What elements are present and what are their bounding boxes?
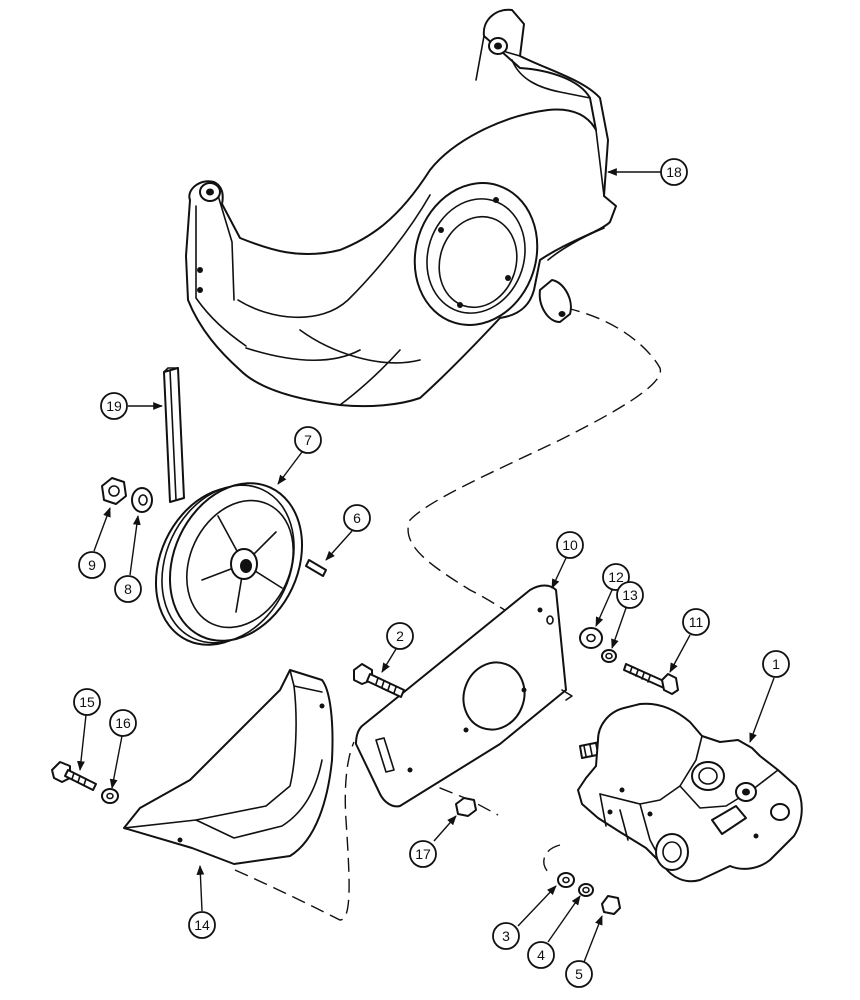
callout-5-label: 5 [575,966,583,982]
callout-9: 9 [78,551,106,579]
callout-4: 4 [527,941,555,969]
roll-pin-part [305,559,327,577]
key-strip-part [163,367,185,503]
callout-1: 1 [762,650,790,678]
mounting-plate-part [355,584,573,808]
callout-12-label: 12 [608,569,624,585]
pulley-part [154,482,304,646]
callout-13: 13 [616,581,644,609]
callout-11: 11 [682,608,710,636]
washer-part-16 [101,788,119,804]
guard-part [123,669,334,865]
hydraulic-pump-part [577,702,803,883]
callout-19-label: 19 [106,398,122,414]
callout-2-label: 2 [396,628,404,644]
washer-part-12 [579,627,603,649]
bolt-part-11 [623,663,679,695]
callout-13-label: 13 [622,587,638,603]
callout-1-label: 1 [772,656,780,672]
bolt-part-15 [51,761,97,791]
small-hardware-parts [557,872,621,915]
nut-part [101,477,127,505]
callouts: 18 19 7 6 9 8 10 12 13 11 1 2 15 16 17 1… [73,158,790,988]
callout-3-label: 3 [502,928,510,944]
callout-8: 8 [114,575,142,603]
callout-7: 7 [294,426,322,454]
callout-19: 19 [100,392,128,420]
callout-5: 5 [565,960,593,988]
callout-15: 15 [73,688,101,716]
callout-9-label: 9 [88,557,96,573]
bolt-part-2 [353,663,405,698]
callout-14: 14 [188,911,216,939]
callout-2: 2 [386,622,414,650]
callout-6: 6 [343,504,371,532]
callout-14-label: 14 [194,917,210,933]
callout-18: 18 [660,158,688,186]
callout-16: 16 [109,709,137,737]
callout-17-label: 17 [415,846,431,862]
callout-11-label: 11 [689,614,704,630]
callout-16-label: 16 [115,715,131,731]
callout-8-label: 8 [124,581,132,597]
leader-lines [77,168,775,963]
callout-17: 17 [409,840,437,868]
nut-part-17 [455,797,477,817]
lock-washer-part-13 [601,649,617,663]
bell-housing-part [185,8,617,408]
callout-15-label: 15 [79,694,95,710]
callout-7-label: 7 [304,432,312,448]
washer-part [131,487,153,513]
callout-4-label: 4 [537,947,545,963]
callout-10: 10 [556,531,584,559]
callout-18-label: 18 [666,164,682,180]
callout-10-label: 10 [562,537,578,553]
callout-3: 3 [492,922,520,950]
callout-6-label: 6 [353,510,361,526]
